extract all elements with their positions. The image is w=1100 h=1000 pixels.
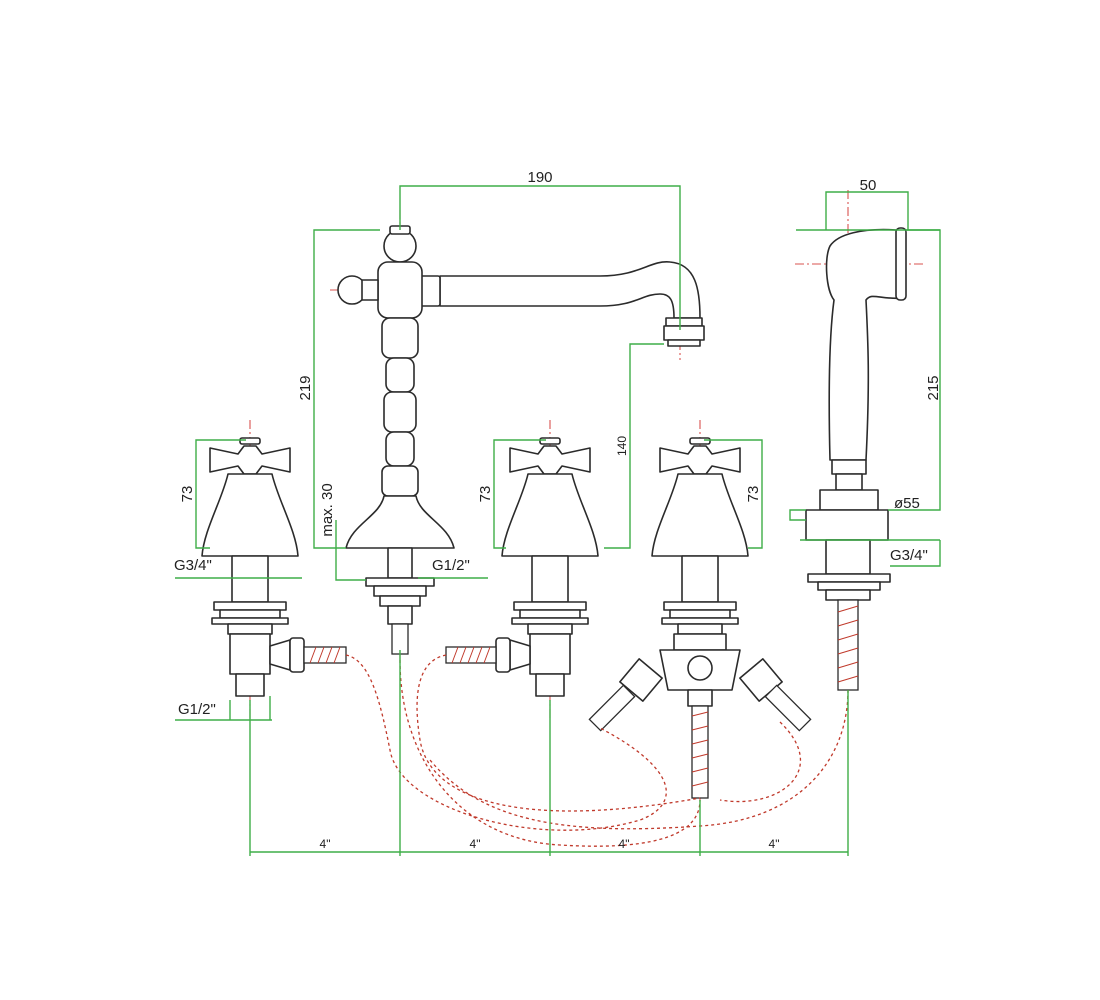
center-valve-flex-hatch [451, 646, 491, 664]
label-thread-left-top: G3/4" [174, 557, 212, 574]
label-spout-height: 219 [297, 375, 314, 400]
label-handshower-width: 50 [860, 177, 877, 194]
spout-faucet [337, 225, 705, 655]
dimension-labels: 190 50 219 215 140 73 73 73 max. 30 ø55 … [174, 169, 942, 851]
label-spout-outlet-height: 140 [615, 436, 629, 456]
label-max-deck: max. 30 [319, 483, 336, 536]
hand-shower-hose-hatch [837, 605, 859, 683]
center-valve [445, 437, 599, 697]
label-spacing-3: 4" [619, 837, 630, 851]
label-thread-handshower: G3/4" [890, 547, 928, 564]
dimension-lines [175, 185, 941, 856]
label-center-valve-height: 73 [477, 486, 494, 503]
label-left-valve-height: 73 [179, 486, 196, 503]
label-diameter: ø55 [894, 495, 920, 512]
label-spout-reach: 190 [527, 169, 552, 186]
right-valve-flex-hatch [691, 711, 709, 787]
left-valve [201, 437, 347, 697]
label-spacing-2: 4" [470, 837, 481, 851]
label-handshower-length: 215 [925, 375, 942, 400]
label-spacing-1: 4" [320, 837, 331, 851]
label-spacing-4: 4" [769, 837, 780, 851]
right-valve-diverter [588, 437, 812, 799]
left-valve-flex-hatch [309, 646, 341, 664]
label-thread-left-bottom: G1/2" [178, 701, 216, 718]
label-thread-spout: G1/2" [432, 557, 470, 574]
hand-shower [805, 227, 907, 691]
label-right-valve-height: 73 [745, 486, 762, 503]
